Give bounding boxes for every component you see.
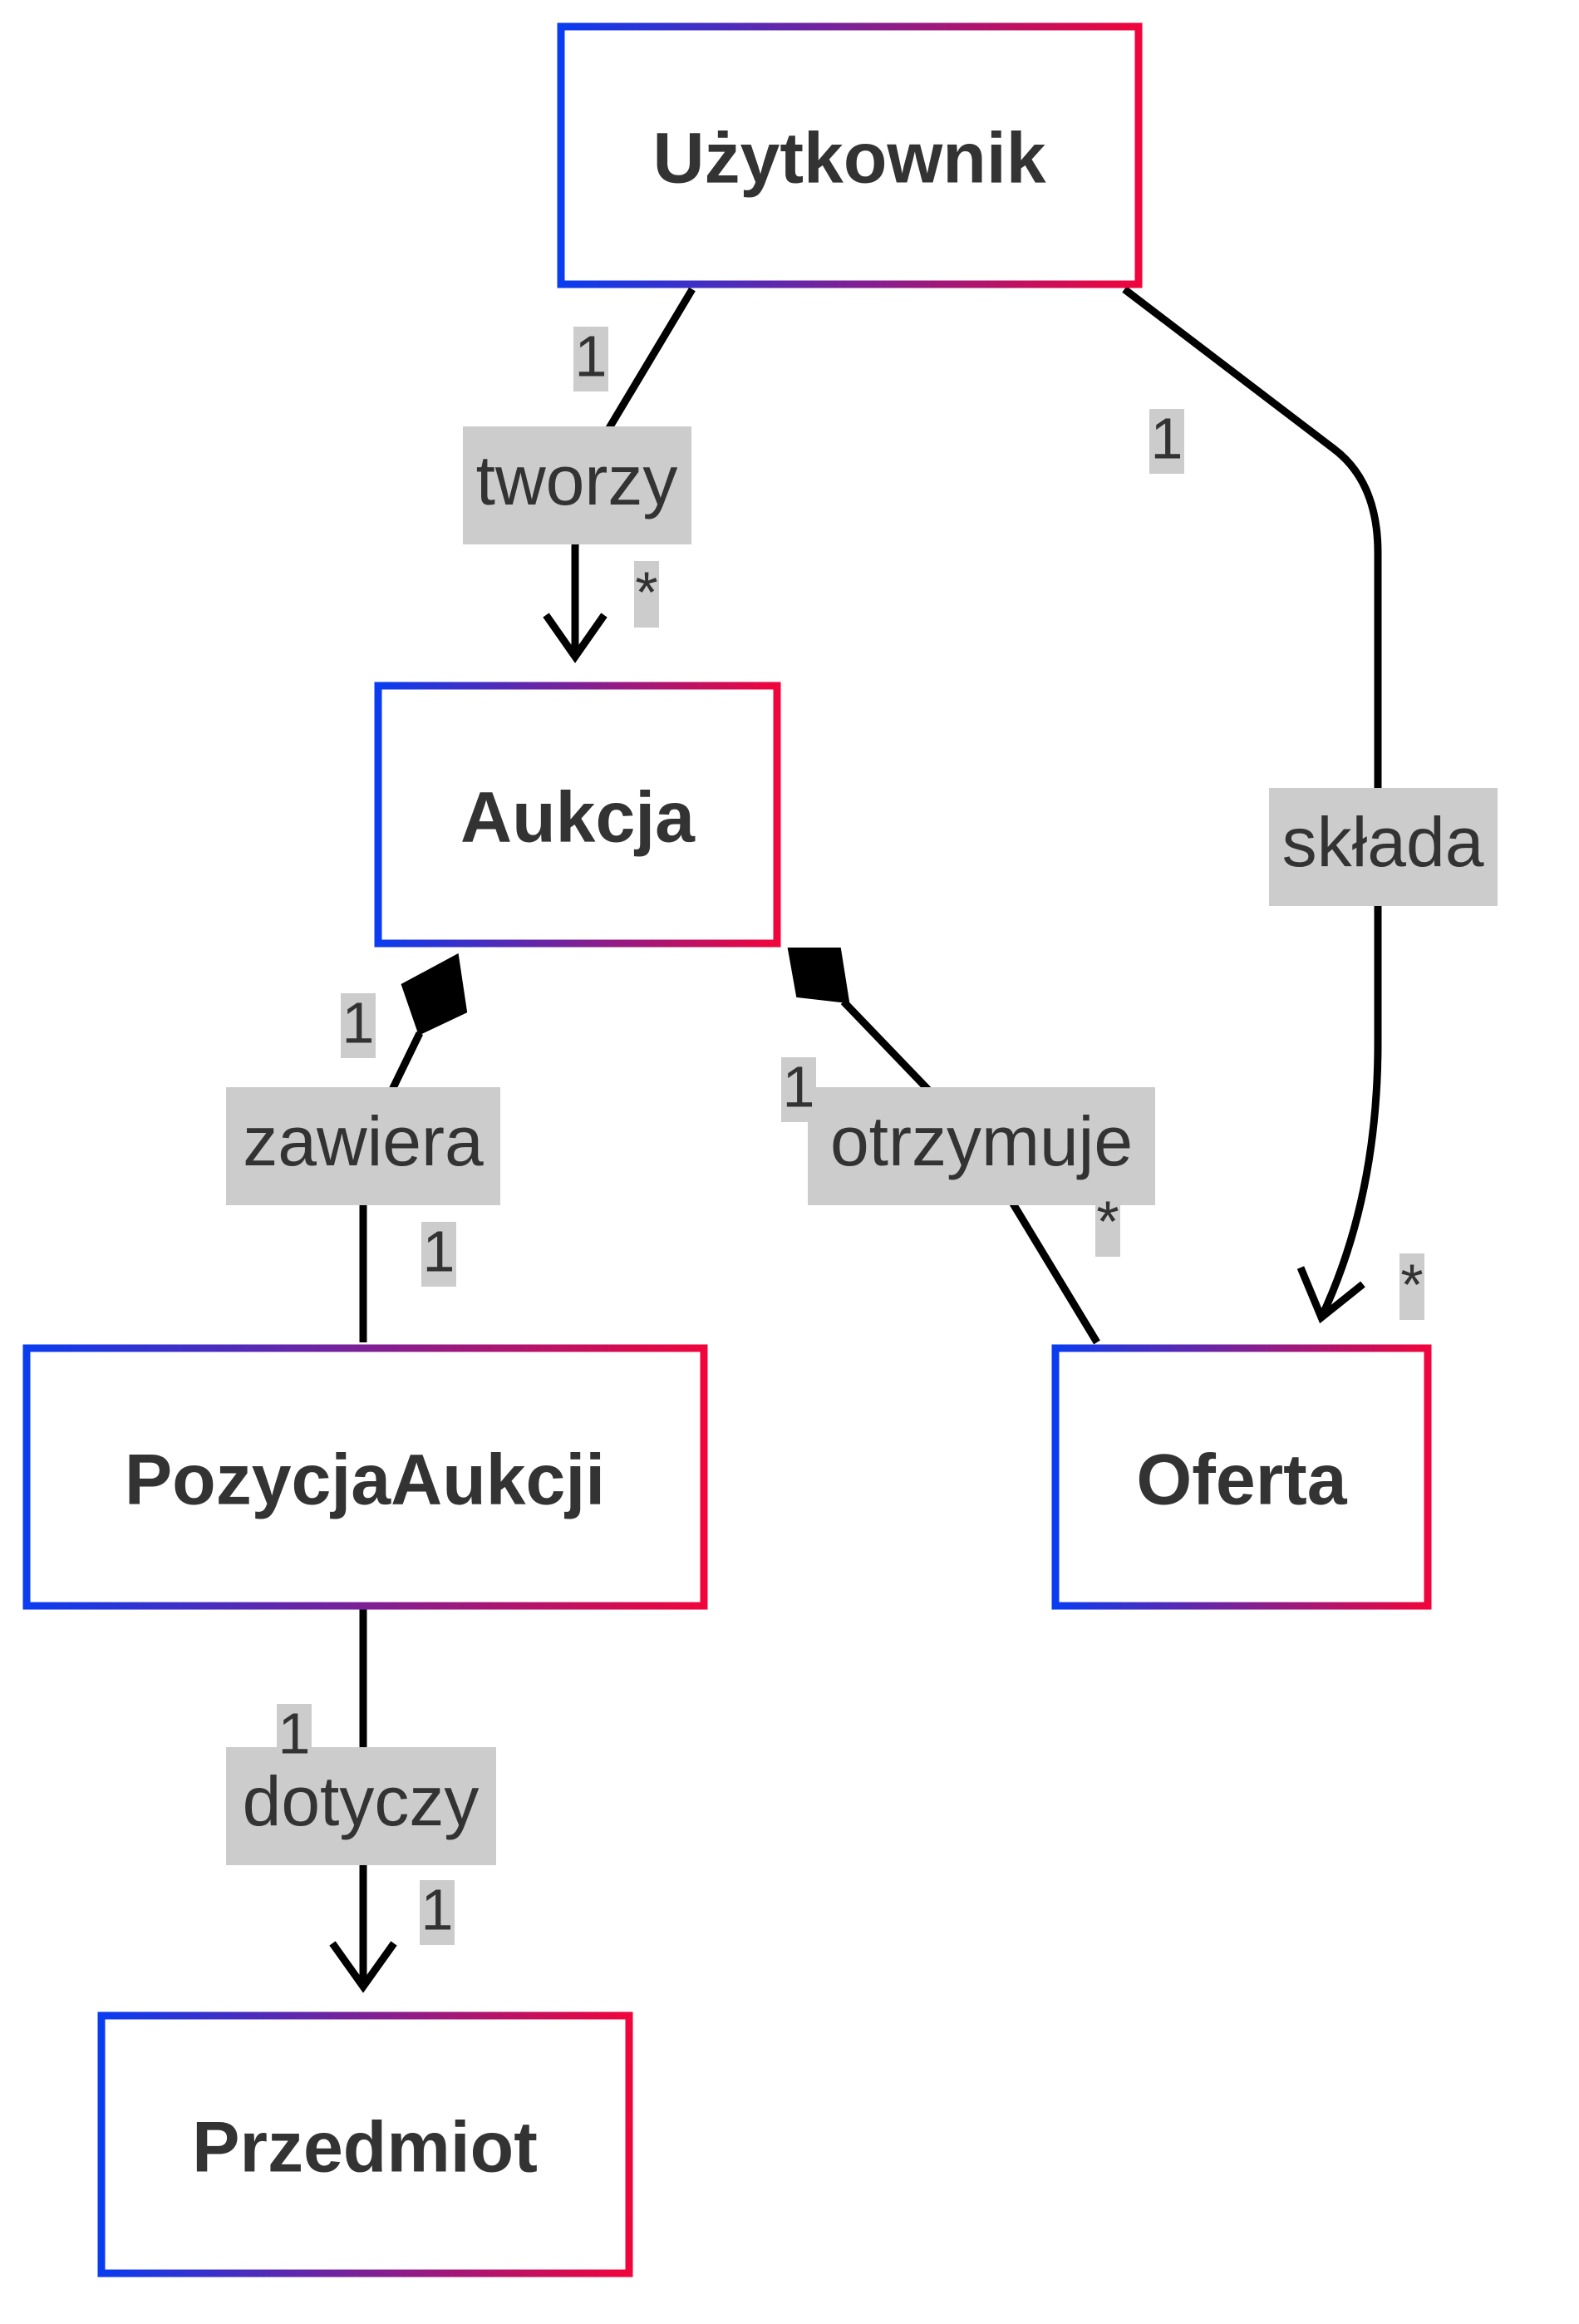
svg-text:dotyczy: dotyczy (243, 1762, 480, 1840)
open-arrowhead-icon (329, 1941, 397, 1993)
svg-text:otrzymuje: otrzymuje (830, 1102, 1133, 1180)
multiplicity-target: * (1399, 1252, 1424, 1320)
multiplicity-target: 1 (420, 1877, 455, 1945)
class-name: Użytkownik (652, 119, 1045, 199)
class-box-aukcja[interactable]: Aukcja (374, 682, 781, 948)
edge-label-zawiera: zawiera (226, 1087, 500, 1205)
edge-label-sklada: składa (1269, 788, 1498, 906)
multiplicity-source: 1 (1149, 406, 1184, 474)
edge-sklada (1122, 286, 1382, 1324)
svg-text:*: * (1096, 1189, 1119, 1253)
svg-text:1: 1 (278, 1701, 311, 1765)
edge-label-dotyczy: dotyczy (226, 1747, 496, 1865)
multiplicity-source: 1 (341, 990, 376, 1058)
svg-text:zawiera: zawiera (243, 1102, 484, 1180)
svg-text:1: 1 (783, 1054, 815, 1119)
composition-diamond-icon (787, 948, 850, 1004)
class-box-pozycja-aukcji[interactable]: PozycjaAukcji (22, 1344, 708, 1610)
class-box-przedmiot[interactable]: Przedmiot (97, 2011, 633, 2277)
svg-text:1: 1 (342, 990, 375, 1055)
svg-text:1: 1 (421, 1877, 454, 1942)
svg-text:*: * (635, 559, 657, 624)
open-arrowhead-icon (543, 613, 607, 663)
class-box-uzytkownik[interactable]: Użytkownik (557, 22, 1143, 288)
svg-text:tworzy: tworzy (476, 441, 678, 519)
multiplicity-target: * (1095, 1189, 1120, 1257)
composition-diamond-icon (401, 953, 468, 1036)
edge-sklada-line (1122, 286, 1382, 1319)
multiplicity-source: 1 (573, 323, 608, 391)
class-name: Oferta (1136, 1440, 1347, 1520)
class-name: Aukcja (460, 778, 696, 858)
svg-text:*: * (1400, 1252, 1423, 1317)
svg-text:1: 1 (1151, 406, 1183, 470)
open-arrowhead-icon (1296, 1266, 1365, 1324)
multiplicity-target: * (634, 559, 659, 628)
svg-text:składa: składa (1282, 803, 1484, 881)
multiplicity-source: 1 (781, 1054, 816, 1122)
edge-label-otrzymuje: otrzymuje (808, 1087, 1155, 1205)
class-box-oferta[interactable]: Oferta (1051, 1344, 1432, 1610)
class-name: PozycjaAukcji (125, 1440, 605, 1520)
svg-text:1: 1 (575, 323, 607, 388)
multiplicity-source: 1 (277, 1701, 312, 1769)
class-name: Przedmiot (192, 2108, 538, 2188)
edge-label-tworzy: tworzy (463, 426, 691, 544)
svg-text:1: 1 (423, 1219, 455, 1283)
multiplicity-target: 1 (421, 1219, 456, 1287)
